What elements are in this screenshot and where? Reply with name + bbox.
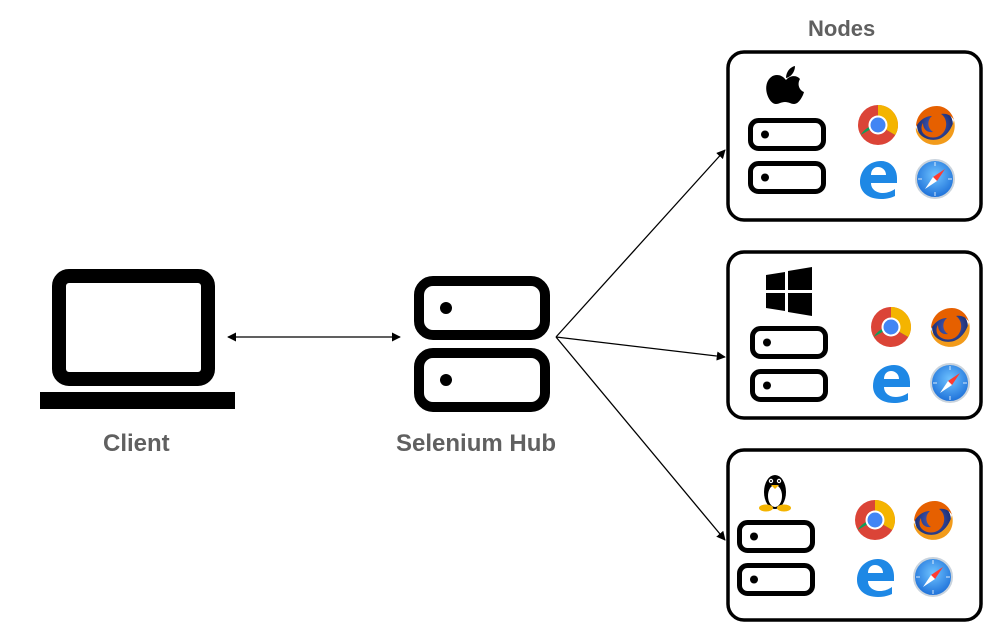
windows-icon: [766, 267, 812, 316]
node-box-windows: [726, 250, 983, 420]
laptop-icon: [40, 269, 235, 409]
chrome-icon: [871, 307, 911, 347]
hub-server-icon: [414, 276, 550, 412]
selenium-hub-label: Selenium Hub: [396, 430, 557, 457]
apple-icon: [766, 66, 804, 104]
chrome-icon: [855, 500, 895, 540]
chrome-icon: [858, 105, 898, 145]
hub-node-arrow-middle: [555, 336, 726, 361]
nodes-label: Nodes: [808, 16, 876, 41]
node-box-linux: [726, 448, 983, 622]
hub-node-arrow-top: [555, 149, 726, 338]
node-box-apple: [726, 50, 983, 222]
linux-tux-icon: [759, 475, 791, 512]
safari-icon: [915, 159, 955, 199]
safari-icon: [930, 363, 970, 403]
client-label: Client: [103, 430, 170, 457]
hub-node-arrow-bottom: [555, 336, 726, 541]
safari-icon: [913, 557, 953, 597]
